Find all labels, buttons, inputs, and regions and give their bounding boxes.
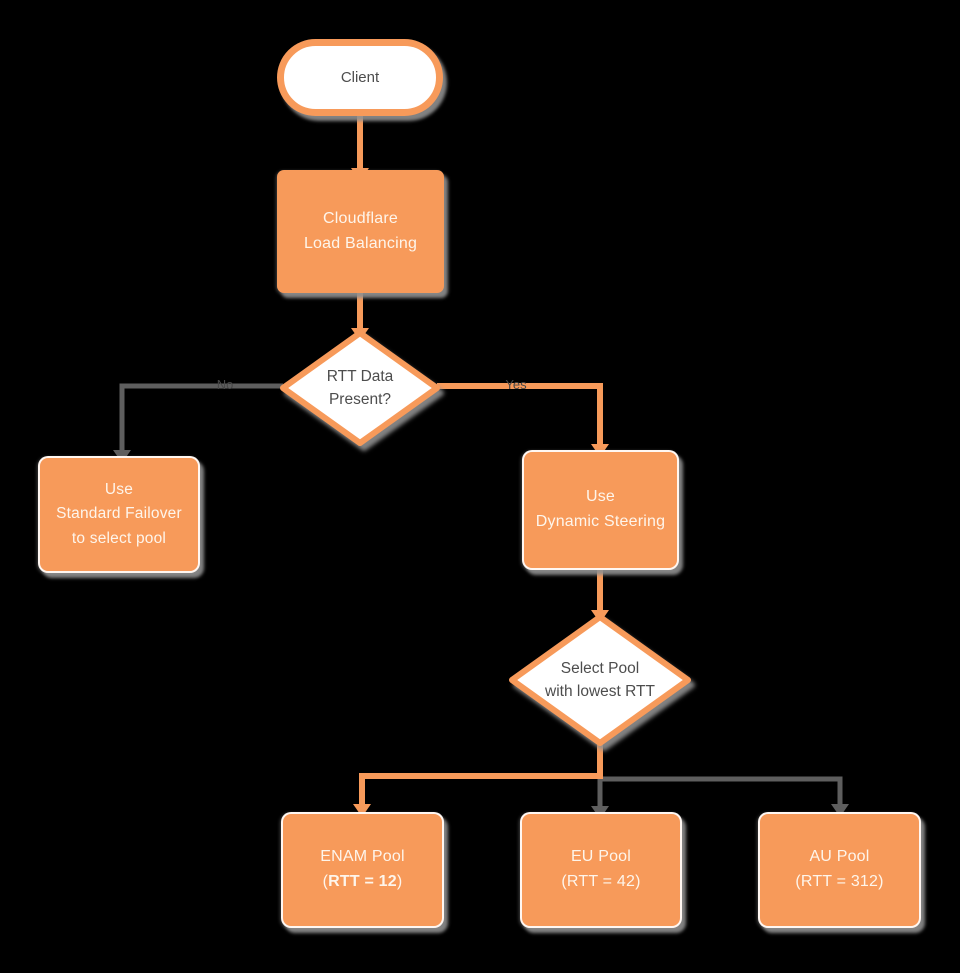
node-au-pool: AU Pool (RTT = 312)	[758, 812, 921, 928]
edge-no-path	[119, 383, 283, 452]
au-pool-name: AU Pool	[809, 848, 870, 866]
node-dynamic-steering: Use Dynamic Steering	[522, 450, 679, 570]
eu-pool-rtt: (RTT = 42)	[561, 873, 641, 890]
node-eu-pool: EU Pool (RTT = 42)	[520, 812, 682, 928]
node-rtt-decision-label: RTT Data Present?	[326, 367, 394, 408]
arrowhead-to-au-pool	[831, 804, 849, 817]
rtt-decision-diamond-shape	[280, 330, 440, 446]
node-load-balancer-label: Cloudflare Load Balancing	[303, 209, 418, 252]
node-rtt-decision	[280, 330, 440, 446]
eu-pool-name: EU Pool	[570, 848, 632, 866]
edge-to-enam-pool	[359, 740, 603, 806]
node-standard-failover: Use Standard Failover to select pool	[38, 456, 200, 573]
node-select-pool	[509, 614, 691, 746]
node-load-balancer: Cloudflare Load Balancing	[277, 170, 444, 293]
node-standard-failover-label: Use Standard Failover to select pool	[56, 481, 182, 547]
select-pool-diamond-shape	[509, 614, 691, 746]
edge-label-no: No	[216, 377, 234, 392]
node-client-label: Client	[340, 69, 380, 86]
node-select-pool-label: Select Pool with lowest RTT	[545, 659, 655, 700]
enam-pool-name: ENAM Pool	[320, 848, 405, 866]
enam-pool-rtt: (RTT = 12)	[322, 873, 403, 890]
au-pool-rtt: (RTT = 312)	[795, 873, 884, 890]
edge-yes-path	[437, 383, 603, 446]
arrowhead-to-enam-pool	[353, 804, 371, 817]
node-dynamic-steering-label: Use Dynamic Steering	[535, 488, 666, 530]
node-enam-pool: ENAM Pool (RTT = 12)	[281, 812, 444, 928]
node-client: Client	[277, 39, 443, 116]
edge-label-yes: Yes	[505, 377, 527, 392]
